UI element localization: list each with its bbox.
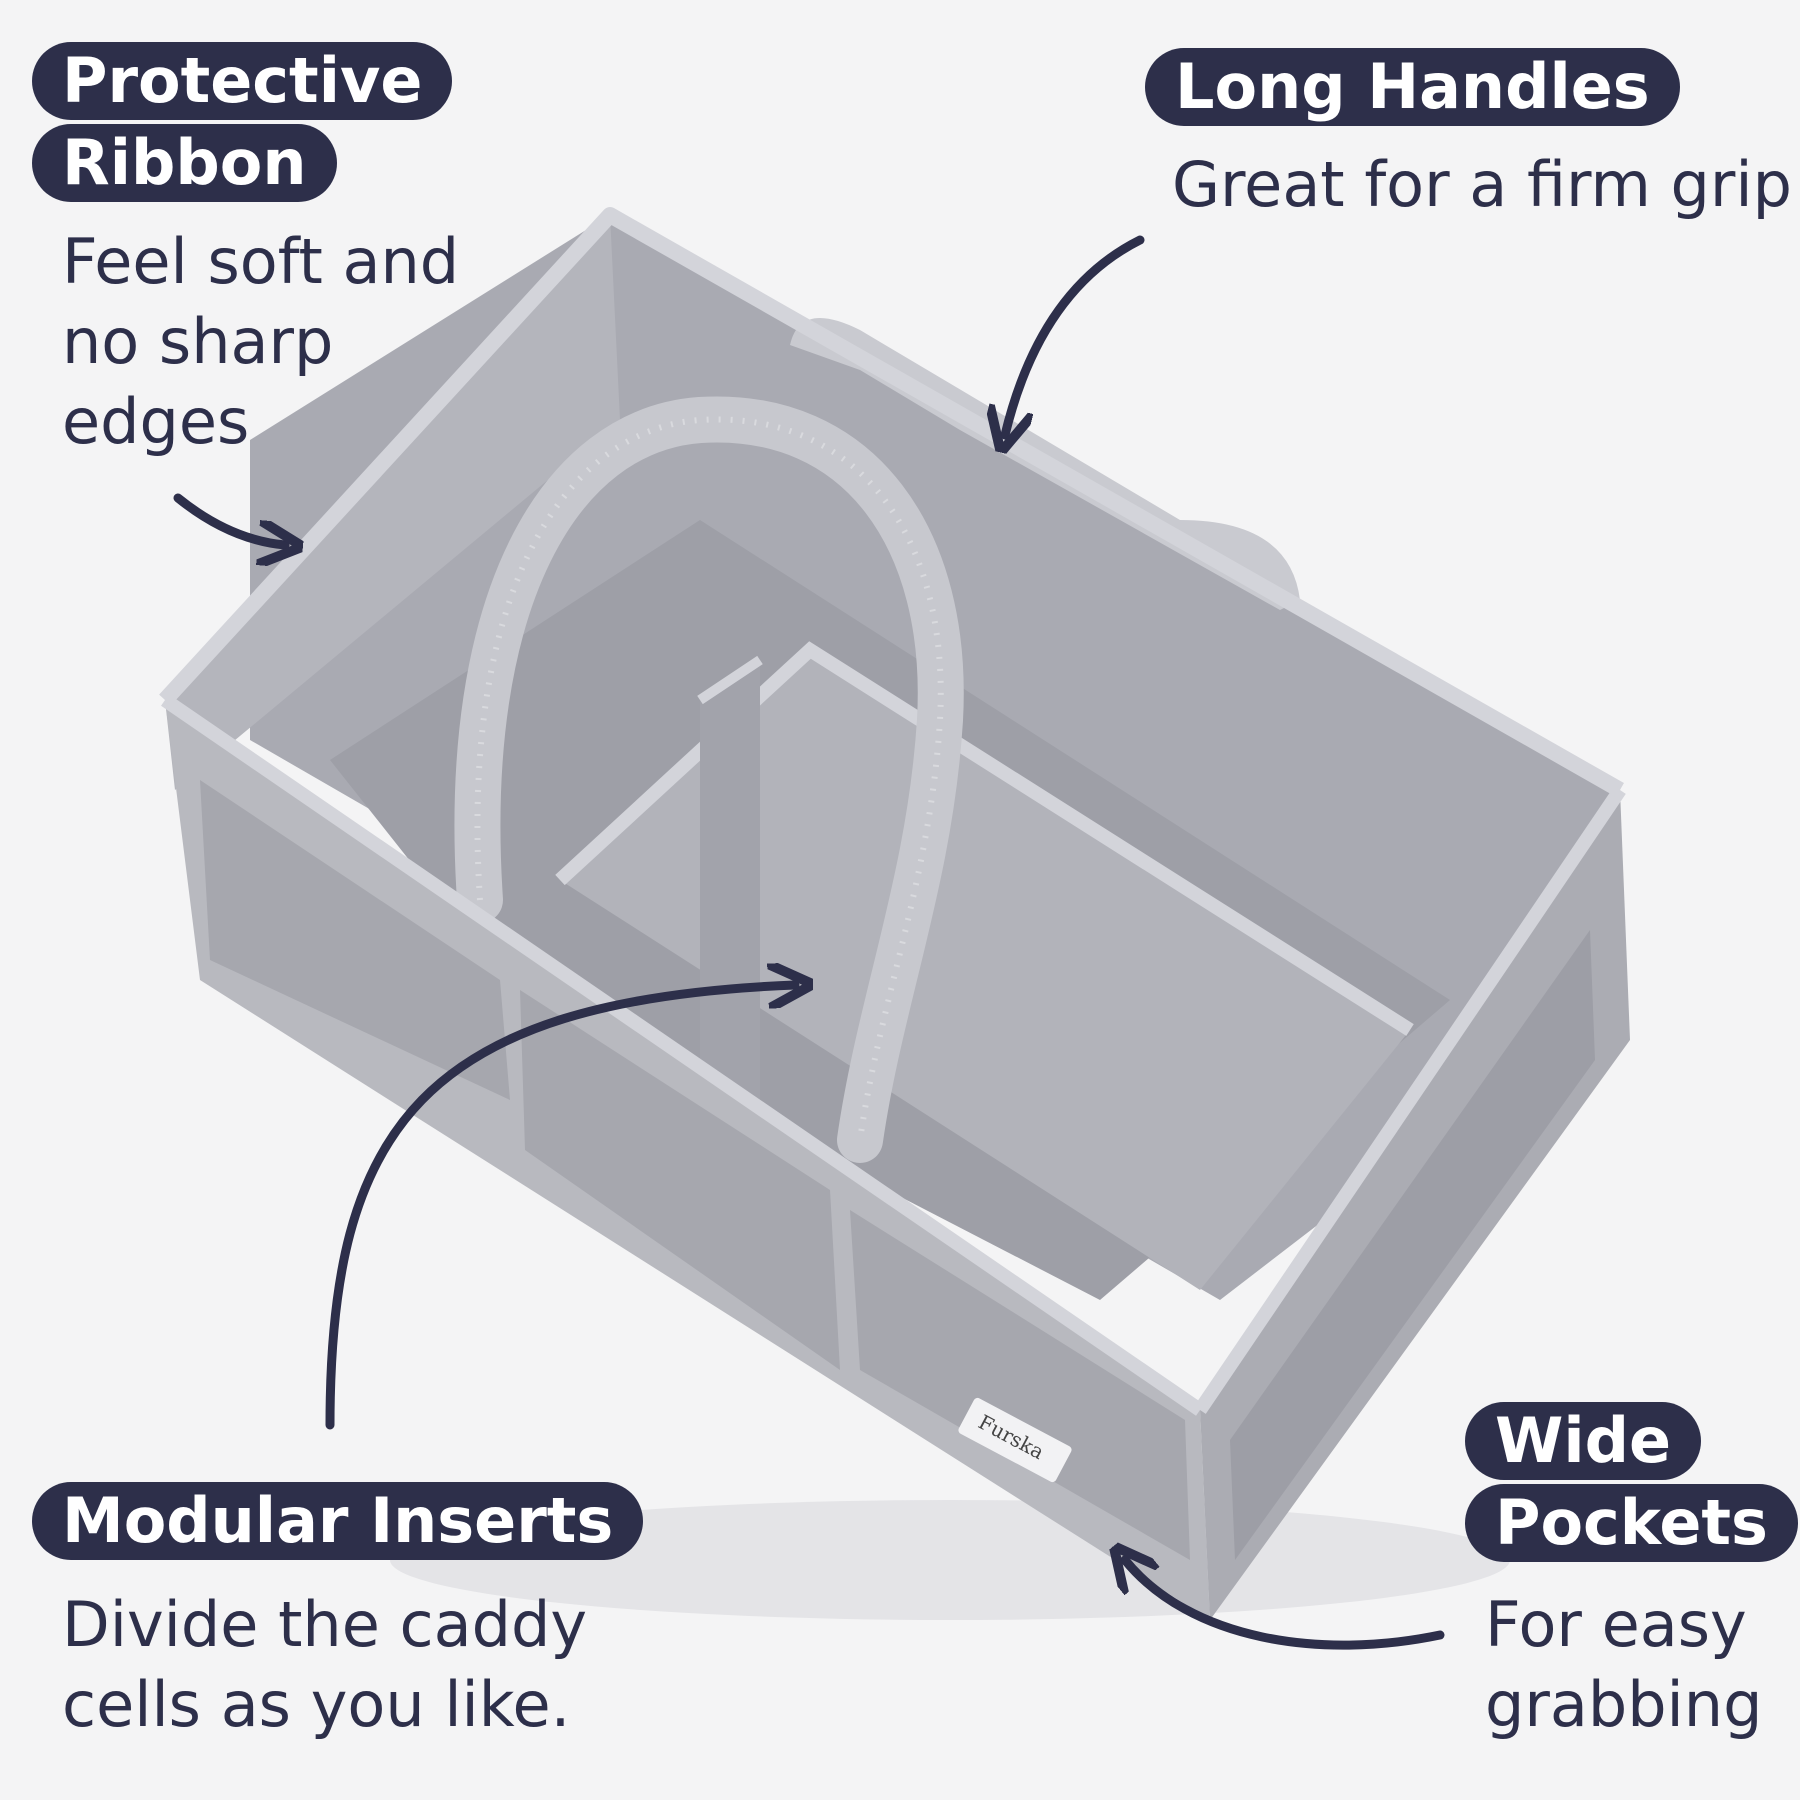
top-ribbon <box>159 207 1624 797</box>
protective-title-line2: Ribbon <box>32 124 337 202</box>
handles-title: Long Handles <box>1145 48 1680 126</box>
pockets-desc-line1: For easy <box>1485 1588 1747 1661</box>
protective-title-line1: Protective <box>32 42 453 120</box>
protective-desc-line1: Feel soft and <box>62 225 460 298</box>
modular-insert <box>700 660 760 1190</box>
divider-ribbon <box>555 641 1414 1036</box>
pocket-left <box>200 780 510 1100</box>
pockets-title-line1: Wide <box>1465 1402 1702 1480</box>
protective-desc-line2: no sharp <box>62 305 334 378</box>
arrow-pockets-icon <box>1125 1560 1445 1650</box>
protective-desc-line3: edges <box>62 385 250 458</box>
modular-desc-line2: cells as you like. <box>62 1668 571 1741</box>
pockets-title-line2: Pockets <box>1465 1484 1798 1562</box>
modular-title: Modular Inserts <box>32 1482 644 1560</box>
handles-desc: Great for a firm grip <box>1172 148 1792 221</box>
pocket-right <box>850 1210 1190 1560</box>
brand-tag <box>958 1397 1072 1483</box>
front-handle <box>454 396 964 1163</box>
arrow-modular-icon <box>325 985 795 1430</box>
pocket-middle <box>520 990 840 1370</box>
pockets-desc-line2: grabbing <box>1485 1668 1763 1741</box>
modular-desc-line1: Divide the caddy <box>62 1588 588 1661</box>
pocket-end <box>1230 930 1595 1560</box>
arrow-protective-icon <box>173 493 285 545</box>
caddy-left-wall <box>165 215 620 790</box>
arrow-handles-icon <box>1005 235 1145 435</box>
front-ribbon <box>161 694 1204 1416</box>
caddy-divider <box>560 650 1410 1290</box>
